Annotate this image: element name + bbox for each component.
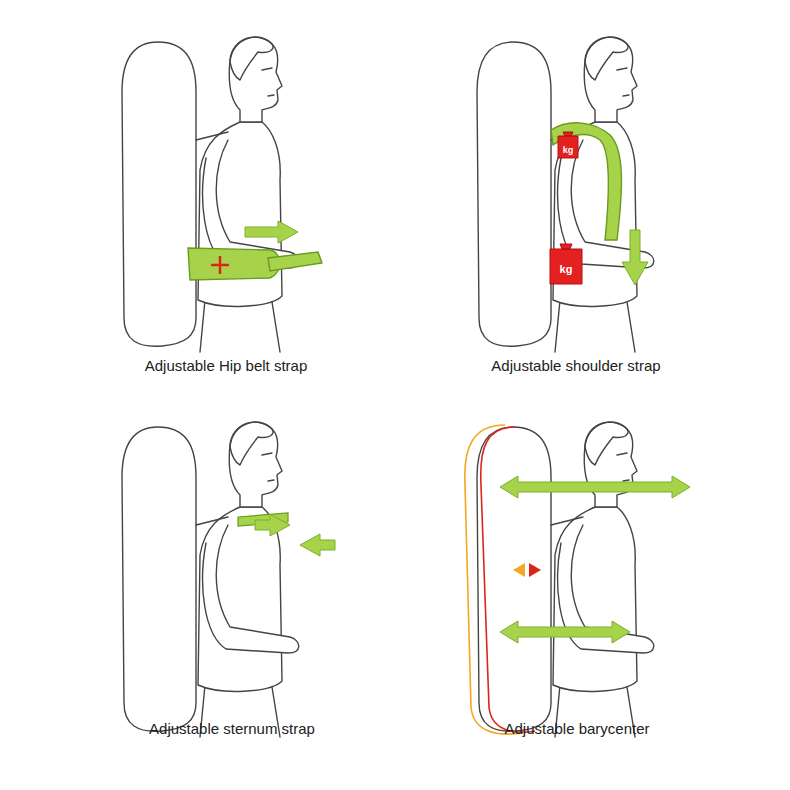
belt-strap — [268, 252, 322, 271]
sternum-strap-detail — [238, 513, 335, 556]
panel-caption: Adjustable barycenter — [504, 720, 649, 737]
panel-caption: Adjustable Hip belt strap — [145, 357, 308, 374]
label-slot: kg — [560, 259, 573, 277]
push-arrow — [300, 534, 335, 556]
barycenter-detail — [465, 425, 690, 734]
hiker-figure — [477, 37, 654, 352]
pack-outline-red — [481, 427, 535, 732]
label-slot: Adjustable sternum strap — [149, 720, 315, 738]
shoulder-strap — [551, 123, 621, 240]
push-arrow — [255, 514, 290, 536]
weight-label: kg — [560, 263, 573, 275]
label-slot: Adjustable Hip belt strap — [145, 357, 308, 375]
panel-caption: Adjustable shoulder strap — [491, 357, 660, 374]
label-slot: Adjustable shoulder strap — [491, 357, 660, 375]
double-arrow — [500, 476, 690, 498]
hiker-figure — [477, 422, 654, 737]
down-arrow — [622, 230, 648, 285]
shoulder-strap-detail — [550, 123, 648, 285]
hiker-figure — [122, 422, 299, 737]
hip-belt-detail — [188, 221, 322, 280]
label-slot: kg — [563, 139, 574, 157]
hip-belt — [188, 248, 280, 280]
pack-outline-orange — [465, 425, 523, 734]
panel-caption: Adjustable sternum strap — [149, 720, 315, 737]
hiker-figure — [122, 37, 299, 352]
double-arrow — [500, 621, 630, 643]
weight-large — [550, 244, 582, 284]
shift-marker — [529, 563, 541, 577]
shift-marker — [513, 563, 525, 577]
weight-small — [558, 132, 578, 158]
red-cross — [211, 256, 229, 274]
label-slot: Adjustable barycenter — [504, 720, 649, 738]
pull-arrow — [245, 221, 298, 243]
weight-label: kg — [563, 145, 574, 155]
